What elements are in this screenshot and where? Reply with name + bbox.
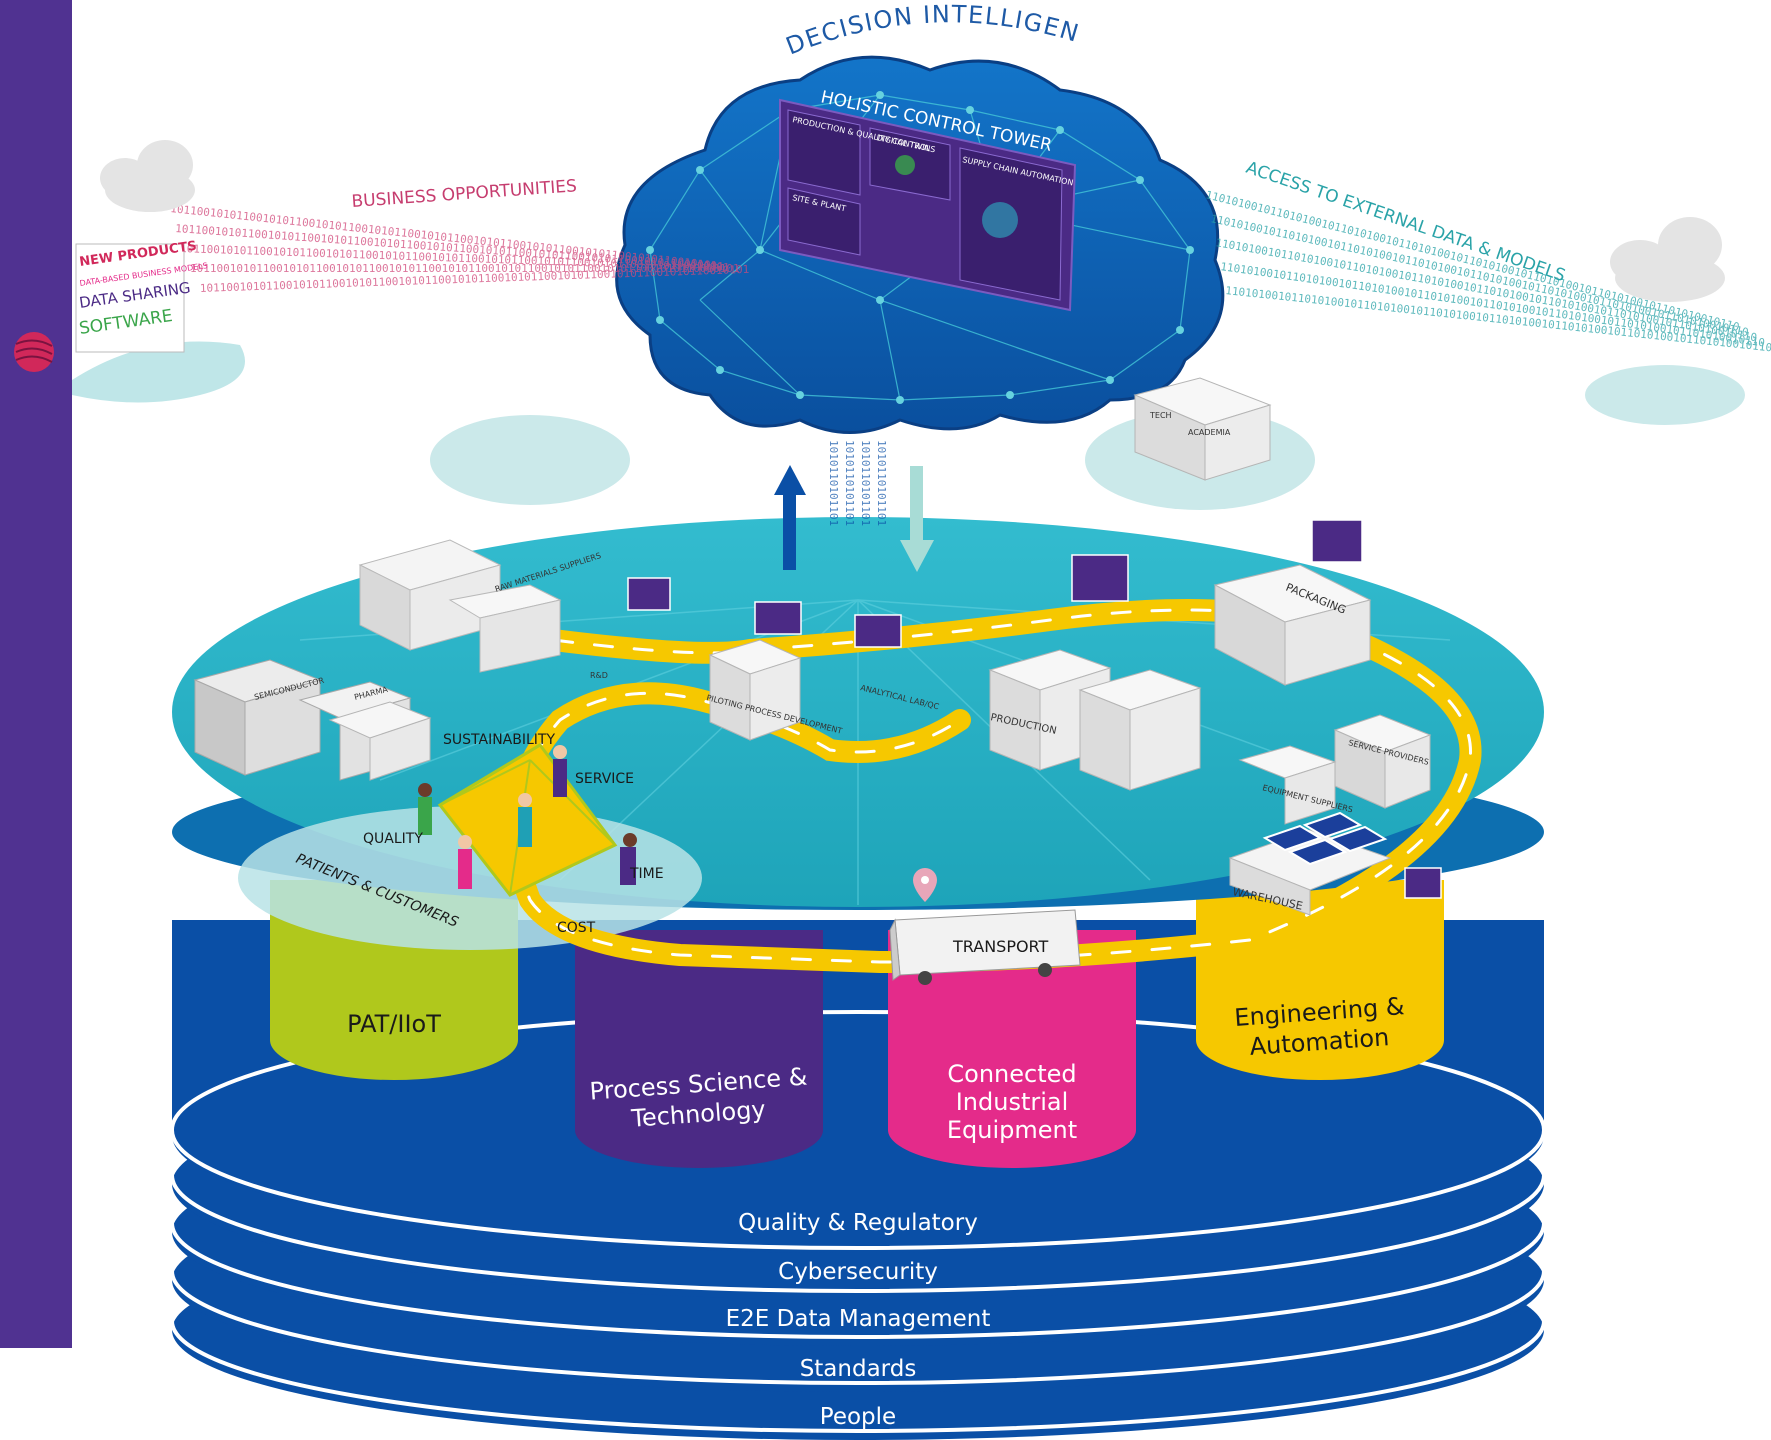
layer-quality-regulatory: Quality & Regulatory: [738, 1210, 978, 1236]
foundation-layers: [170, 920, 1546, 1440]
decision-intelligence-title: DECISION INTELLIGENCE: [0, 0, 1083, 60]
svg-text:1010110101101: 1010110101101: [875, 440, 888, 526]
layer-standards: Standards: [800, 1356, 917, 1382]
decision-intelligence-brain: PRODUCTION & QUALITY CONTROL DIGITAL TWI…: [615, 55, 1225, 434]
tech-label: TECH: [1149, 411, 1172, 420]
rd-label: R&D: [590, 671, 608, 680]
svg-text:1010110101101: 1010110101101: [859, 440, 872, 526]
layer-e2e-data: E2E Data Management: [726, 1306, 991, 1332]
value-chain-path: [504, 599, 1482, 974]
dashboard-screens: [627, 519, 1442, 899]
svg-text:101100101011001010110010101100: 1011001010110010101100101011001010110010…: [190, 262, 740, 275]
person-figures: [418, 745, 637, 889]
svg-text:1010110101101: 1010110101101: [843, 440, 856, 526]
pillar-connected-label-2: Industrial: [956, 1088, 1069, 1116]
service-providers-building: [1333, 714, 1432, 809]
piloting-building: [708, 639, 802, 741]
layer-people: People: [820, 1404, 896, 1430]
layer-labels: Quality & Regulatory Cybersecurity E2E D…: [726, 1210, 991, 1430]
service-label: SERVICE: [575, 771, 634, 787]
academia-label: ACADEMIA: [1188, 428, 1231, 437]
billboard: NEW PRODUCTS DATA-BASED BUSINESS MODELS …: [75, 239, 208, 353]
business-opportunities-label: BUSINESS OPPORTUNITIES: [351, 176, 578, 212]
packaging-building: [1213, 564, 1372, 686]
arrow-down-icon: [900, 466, 934, 572]
brand-logo-icon: [14, 332, 54, 372]
solar-panels: [1262, 811, 1388, 866]
satellite-islands: [430, 365, 1745, 510]
quality-label: QUALITY: [363, 831, 423, 847]
cloud-icon-left: [100, 140, 195, 212]
time-label: TIME: [629, 866, 664, 882]
transport-label: TRANSPORT: [952, 937, 1049, 956]
svg-text:1010110101101: 1010110101101: [827, 440, 840, 526]
layer-cybersecurity: Cybersecurity: [778, 1259, 938, 1285]
production-building: [988, 649, 1202, 791]
transport-truck: [889, 868, 1081, 985]
sustainability-label: SUSTAINABILITY: [443, 732, 555, 748]
data-flow-arrows: 1010110101101 1010110101101 101011010110…: [774, 440, 934, 572]
pillar-connected-equipment: [888, 930, 1136, 1168]
binary-column: 1010110101101 1010110101101 101011010110…: [827, 440, 888, 526]
cost-label: COST: [557, 920, 596, 936]
kpi-pyramid: [418, 743, 637, 897]
tech-academia-building: [1133, 377, 1272, 481]
warehouse-building: [1228, 811, 1392, 916]
pillar-process-science: [575, 930, 823, 1168]
pharma-building: [328, 701, 432, 781]
left-sidebar: [0, 0, 72, 1348]
buildings: [193, 539, 1432, 985]
control-tower-panel: PRODUCTION & QUALITY CONTROL DIGITAL TWI…: [779, 98, 1077, 312]
cloud-icon-right: [1610, 217, 1725, 302]
pillar-connected-label-1: Connected: [947, 1060, 1076, 1088]
raw-materials-building: [358, 539, 562, 673]
equipment-suppliers-building: [1238, 745, 1337, 825]
arrow-up-icon: [774, 465, 806, 570]
pillar-connected-label-3: Equipment: [947, 1116, 1077, 1144]
business-island: NEW PRODUCTS DATA-BASED BUSINESS MODELS …: [72, 239, 245, 403]
pillar-pat-label: PAT/IIoT: [347, 1010, 441, 1038]
location-pin-icon: [913, 868, 937, 902]
